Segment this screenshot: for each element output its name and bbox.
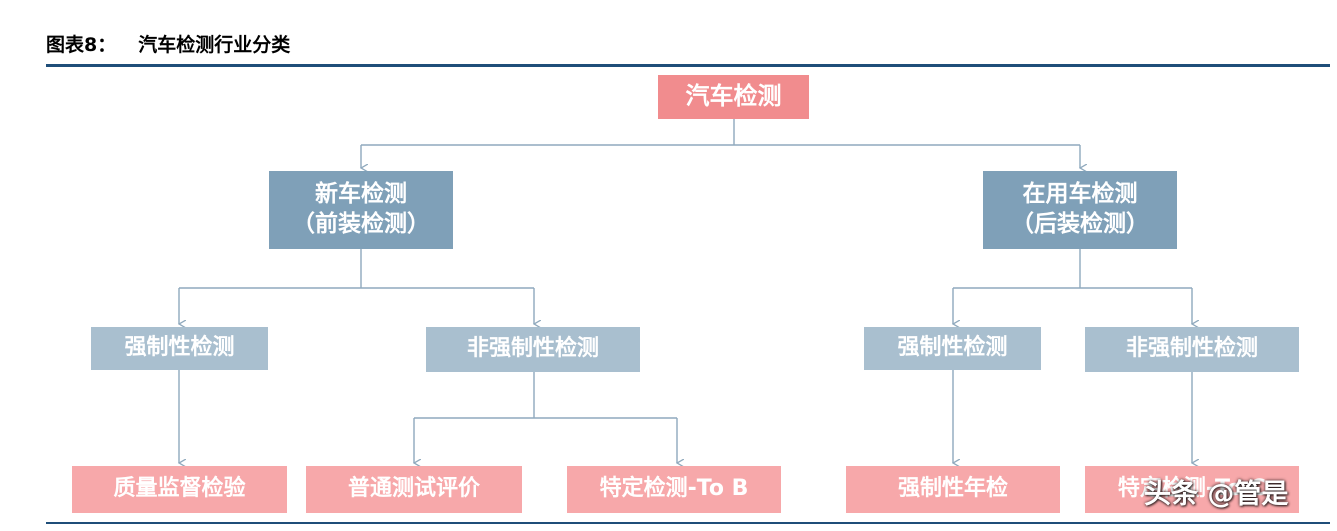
top-rule bbox=[46, 64, 1330, 67]
node-annual-mandatory-inspection: 强制性年检 bbox=[846, 466, 1060, 513]
node-used-nonmandatory-inspection: 非强制性检测 bbox=[1085, 327, 1299, 372]
node-quality-supervision-inspection: 质量监督检验 bbox=[72, 466, 287, 513]
node-new-mandatory-inspection: 强制性检测 bbox=[91, 327, 268, 370]
node-used-car-inspection: 在用车检测 （后装检测） bbox=[983, 171, 1177, 249]
node-used-mandatory-inspection: 强制性检测 bbox=[864, 327, 1041, 370]
node-general-test-evaluation: 普通测试评价 bbox=[306, 466, 522, 513]
figure-number: 图表8： bbox=[46, 34, 117, 56]
bottom-rule bbox=[46, 522, 1330, 524]
node-new-car-inspection: 新车检测 （前装检测） bbox=[269, 171, 453, 249]
node-specific-test-to-c: 特定检测-To C bbox=[1085, 466, 1299, 513]
figure-title-text: 汽车检测行业分类 bbox=[138, 34, 291, 56]
watermark-text: 头条 @管是 bbox=[1144, 479, 1289, 510]
node-vehicle-inspection: 汽车检测 bbox=[658, 75, 809, 119]
node-new-nonmandatory-inspection: 非强制性检测 bbox=[426, 327, 640, 372]
node-specific-test-to-b: 特定检测-To B bbox=[567, 466, 781, 513]
figure-title: 图表8： 汽车检测行业分类 bbox=[46, 30, 290, 57]
